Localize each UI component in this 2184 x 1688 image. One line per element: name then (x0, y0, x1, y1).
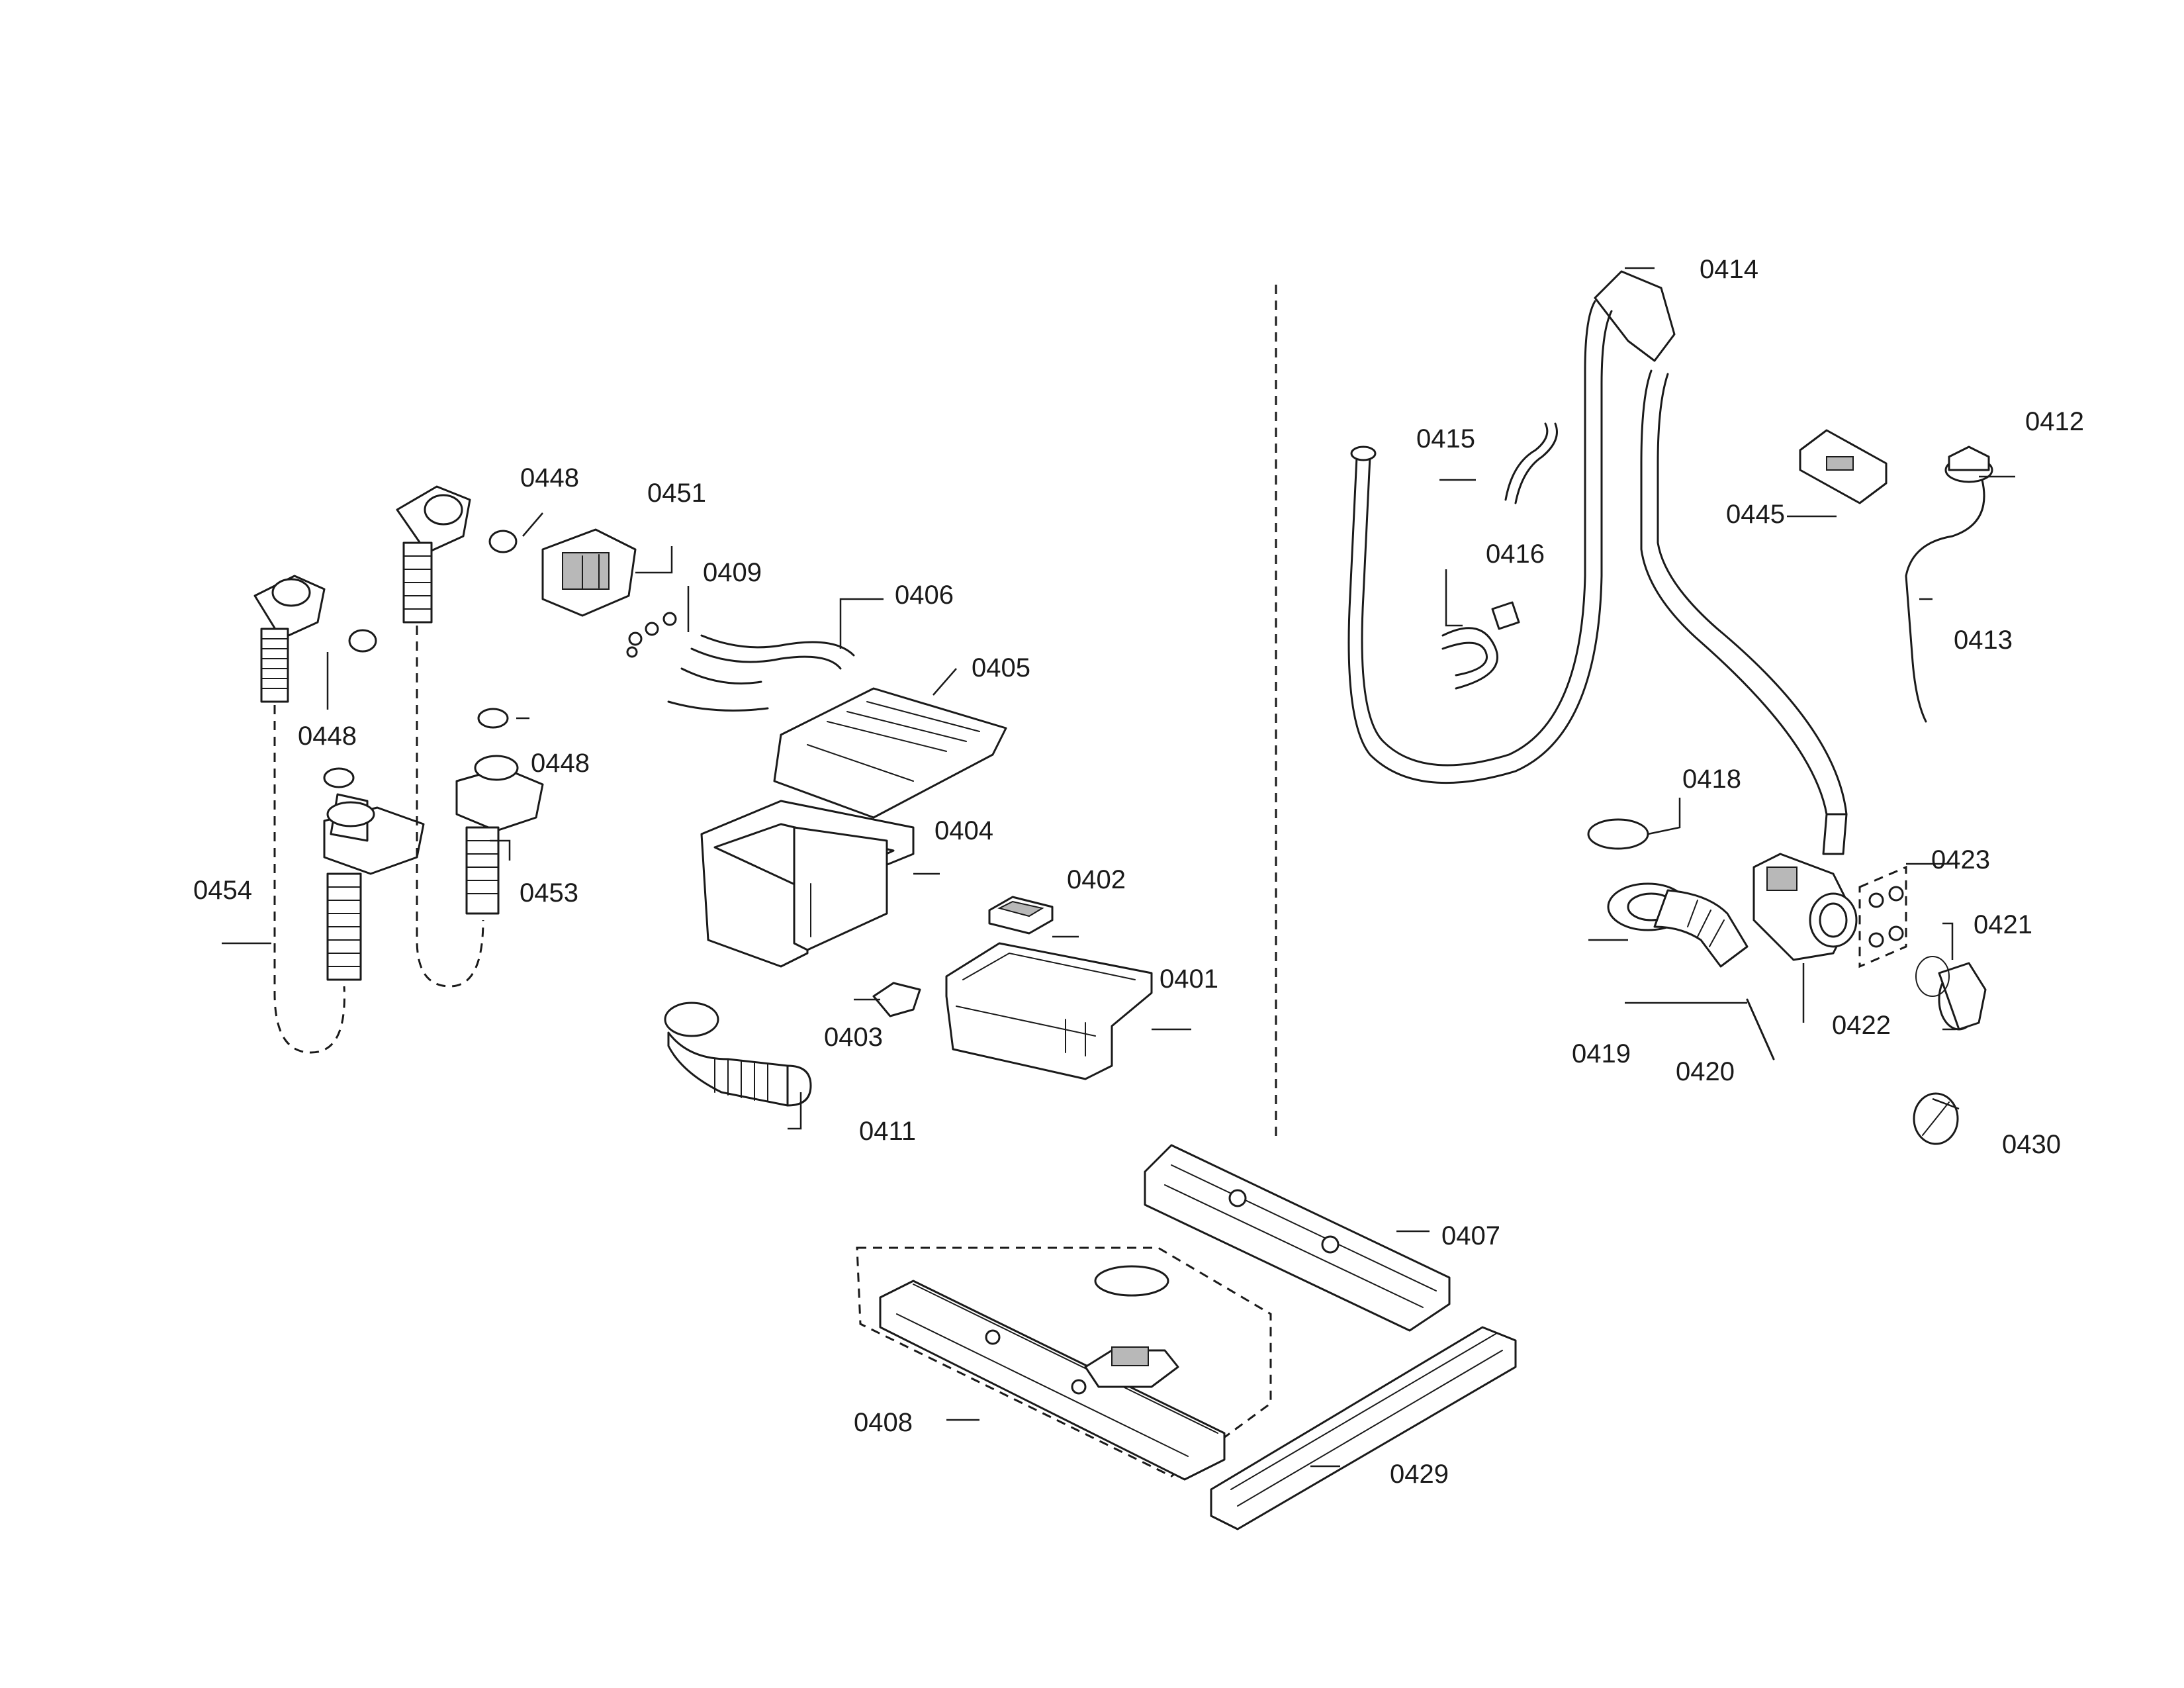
part-0448-washer (488, 530, 518, 553)
label-0409: 0409 (703, 558, 762, 587)
part-0422-drain-pump (1752, 853, 1858, 961)
part-0408-base-group (856, 1246, 1272, 1481)
part-0420-pin (1746, 998, 1775, 1060)
label-0453: 0453 (520, 878, 578, 908)
callout-labels: 0414 0415 0416 0412 0445 0413 0418 0423 … (193, 255, 2084, 1489)
part-0406-hoses (667, 634, 855, 712)
label-0404: 0404 (934, 816, 993, 845)
label-0445: 0445 (1726, 500, 1785, 529)
leader-lines (222, 267, 2015, 1468)
label-0422: 0422 (1832, 1011, 1891, 1040)
part-0448-washer (348, 629, 377, 653)
label-0405: 0405 (972, 653, 1030, 682)
part-0423-screws (1858, 865, 1907, 968)
part-0413-pressure-tube (1905, 479, 1985, 723)
label-0412: 0412 (2025, 407, 2084, 436)
part-0404-dispenser-drawer (700, 800, 915, 968)
part-0451-valve (541, 528, 637, 617)
label-0429: 0429 (1390, 1460, 1449, 1489)
part-0414-drain-hose (1347, 270, 1848, 855)
part-0401-housing (945, 942, 1153, 1080)
label-0421: 0421 (1974, 910, 2032, 939)
label-0408: 0408 (854, 1408, 913, 1437)
part-0445-bracket (1799, 429, 1888, 504)
label-0430: 0430 (2002, 1130, 2061, 1159)
label-0401: 0401 (1160, 964, 1218, 994)
part-0430-cap (1913, 1092, 1959, 1145)
label-0415: 0415 (1416, 424, 1475, 453)
part-0421-filter (1915, 956, 1987, 1031)
label-0406: 0406 (895, 581, 954, 610)
label-0423: 0423 (1931, 845, 1990, 874)
part-0448-washer (323, 767, 355, 788)
part-0409-clamps (626, 612, 677, 658)
label-0411: 0411 (859, 1117, 916, 1146)
part-0418-hose-clamp (1587, 818, 1649, 850)
label-0402: 0402 (1067, 865, 1126, 894)
part-0407-rail (1144, 1144, 1451, 1332)
part-0415-small-hose (1504, 422, 1558, 504)
label-0407: 0407 (1441, 1221, 1500, 1250)
label-0403: 0403 (824, 1023, 883, 1052)
label-0418: 0418 (1682, 765, 1741, 794)
label-0448-left: 0448 (298, 722, 357, 751)
label-0414: 0414 (1700, 255, 1758, 284)
part-0403-siphon (872, 982, 921, 1017)
label-0413: 0413 (1954, 626, 2013, 655)
label-0416: 0416 (1486, 539, 1545, 569)
label-0419: 0419 (1572, 1039, 1631, 1068)
label-0448-right: 0448 (531, 749, 590, 778)
part-0411-bellows-hose (664, 1002, 812, 1107)
label-0451: 0451 (647, 479, 706, 508)
label-0448-top: 0448 (520, 463, 579, 492)
label-0454: 0454 (193, 876, 252, 905)
part-0416-clip (1441, 601, 1520, 690)
part-0419-sump-hose (1607, 882, 1749, 968)
part-0454-inlet-hose (253, 575, 425, 1054)
part-0448-washer (477, 708, 509, 729)
label-0420: 0420 (1676, 1057, 1735, 1086)
part-0429-bottom-rail (1210, 1326, 1517, 1530)
part-0405-dispenser-top (773, 687, 1007, 819)
part-0453-inlet-hose (396, 485, 544, 988)
part-0402-cover (988, 896, 1054, 935)
